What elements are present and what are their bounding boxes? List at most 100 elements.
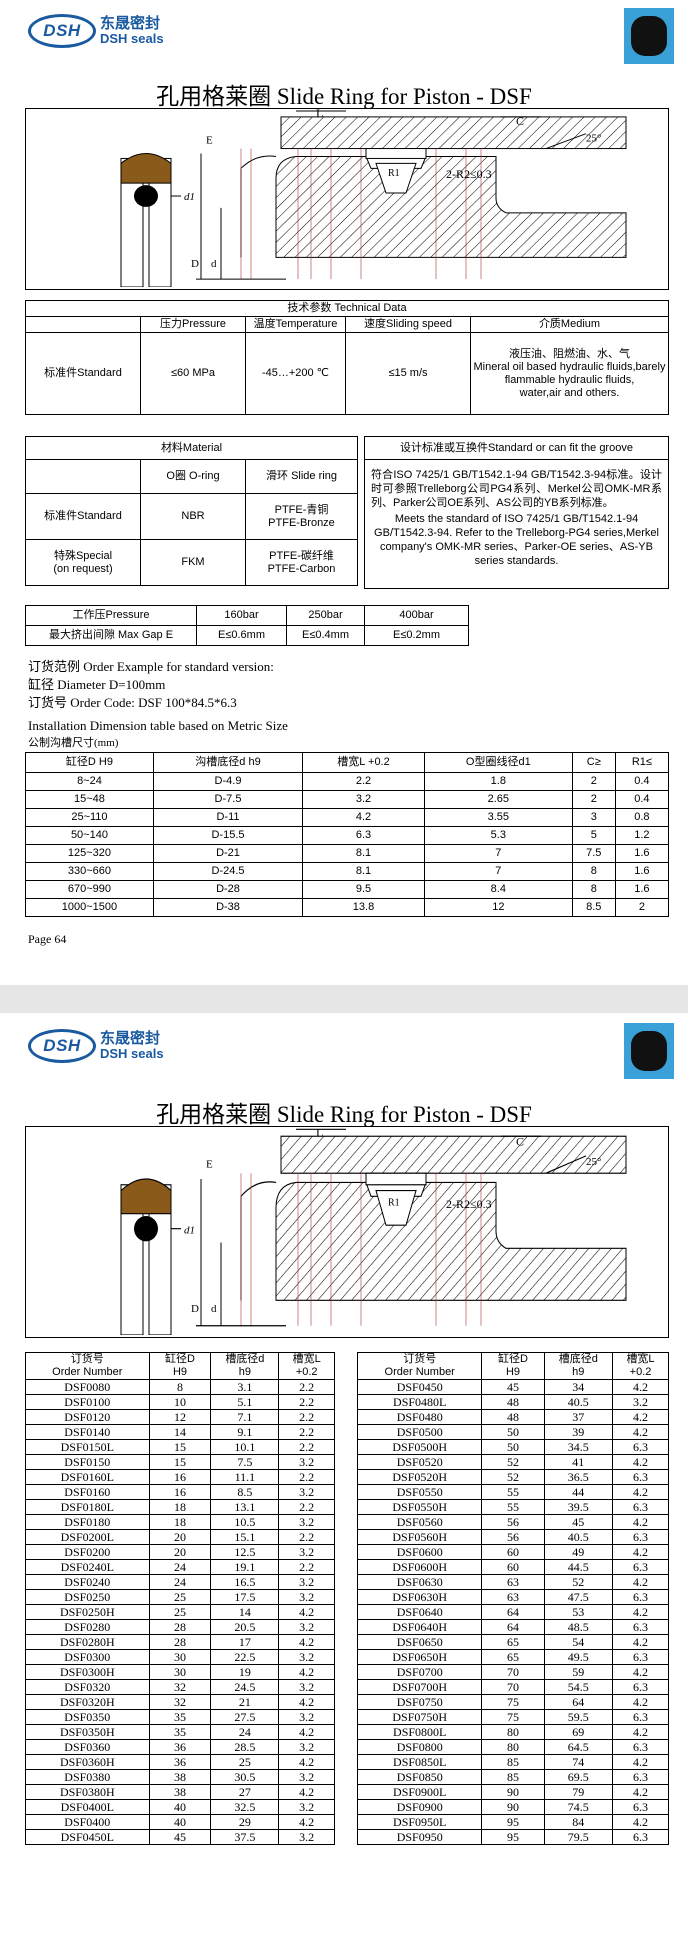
- table-cell: 15: [148, 1454, 212, 1470]
- table-cell: 7.5: [210, 1454, 280, 1470]
- table-cell: 35: [148, 1724, 212, 1740]
- dim-label-D: D: [191, 1303, 199, 1315]
- table-cell: 2.2: [278, 1424, 335, 1440]
- table-cell: 4.2: [278, 1754, 335, 1770]
- table-cell: 35: [148, 1709, 212, 1725]
- table-cell: DSF0550H: [356, 1499, 483, 1515]
- technical-data-table: 技术参数 Technical Data 压力Pressure 温度Tempera…: [25, 300, 669, 415]
- table-cell: 4.2: [278, 1814, 335, 1830]
- table-cell: 4.2: [278, 1724, 335, 1740]
- table-cell: 3.2: [278, 1709, 335, 1725]
- table-cell: DSF0280: [25, 1619, 150, 1635]
- table-cell: 24: [148, 1559, 212, 1575]
- table-cell: 2: [571, 772, 616, 791]
- table-cell: DSF0630H: [356, 1589, 483, 1605]
- catalog-page-65: DSH 东晟密封 DSH seals 孔用格莱圈 Slide Ring for …: [0, 1013, 688, 1945]
- table-cell: DSF0080: [25, 1379, 150, 1395]
- table-cell: 3.2: [278, 1739, 335, 1755]
- table-cell: 2.2: [278, 1394, 335, 1410]
- dim-label-E: E: [206, 1158, 213, 1170]
- table-cell: 15~48: [25, 790, 154, 809]
- catalog-page-64: DSH 东晟密封 DSH seals 孔用格莱圈 Slide Ring for …: [25, 8, 674, 946]
- table-cell: 6.3: [612, 1799, 669, 1815]
- table-cell: 30: [148, 1649, 212, 1665]
- table-cell: 3.2: [278, 1769, 335, 1785]
- table-cell: 55: [481, 1484, 545, 1500]
- table-cell: DSF0500: [356, 1424, 483, 1440]
- table-cell: 41: [543, 1454, 614, 1470]
- table-cell: 59: [543, 1664, 614, 1680]
- table-cell: 4.2: [278, 1784, 335, 1800]
- column-header: 槽宽L +0.2: [612, 1352, 669, 1380]
- table-cell: 84: [543, 1814, 614, 1830]
- table-cell: 4.2: [278, 1604, 335, 1620]
- table-cell: 4.2: [612, 1784, 669, 1800]
- table-cell: 330~660: [25, 862, 154, 881]
- table-cell: 8~24: [25, 772, 154, 791]
- logo-cn: 东晟密封: [100, 1030, 161, 1047]
- table-cell: 52: [481, 1454, 545, 1470]
- tech-col: 速度Sliding speed: [345, 316, 471, 333]
- table-cell: 4.2: [612, 1379, 669, 1395]
- table-cell: 6.3: [612, 1619, 669, 1635]
- gap-value: E≤0.6mm: [196, 625, 287, 646]
- table-cell: DSF0140: [25, 1424, 150, 1440]
- table-cell: 48: [481, 1394, 545, 1410]
- table-cell: DSF0300: [25, 1649, 150, 1665]
- table-cell: 47.5: [543, 1589, 614, 1605]
- tech-value: -45…+200 ℃: [245, 332, 346, 415]
- dim-label-d1: d1: [184, 191, 195, 203]
- table-cell: 54: [543, 1634, 614, 1650]
- table-cell: 39.5: [543, 1499, 614, 1515]
- table-cell: 6.3: [612, 1439, 669, 1455]
- table-cell: 69.5: [543, 1769, 614, 1785]
- table-cell: 63: [481, 1574, 545, 1590]
- table-cell: DSF0630: [356, 1574, 483, 1590]
- table-cell: 30: [148, 1664, 212, 1680]
- table-cell: 53: [543, 1604, 614, 1620]
- table-cell: 3.2: [278, 1649, 335, 1665]
- table-cell: 4.2: [612, 1604, 669, 1620]
- table-cell: DSF0750H: [356, 1709, 483, 1725]
- pressure-gap-table: 工作压Pressure 160bar 250bar 400bar 最大挤出间隙 …: [25, 605, 469, 646]
- table-cell: D-4.9: [152, 772, 304, 791]
- table-cell: 80: [481, 1724, 545, 1740]
- gap-label: 最大挤出间隙 Max Gap E: [25, 625, 197, 646]
- page-title: 孔用格莱圈 Slide Ring for Piston - DSF: [156, 84, 532, 109]
- table-cell: 32: [148, 1694, 212, 1710]
- dsh-logo: DSH 东晟密封 DSH seals: [28, 14, 164, 48]
- seal-thumbnail-icon: [624, 8, 674, 64]
- page-number: Page 64: [28, 932, 67, 946]
- table-cell: 74: [543, 1754, 614, 1770]
- dim-label-D: D: [191, 258, 199, 270]
- column-header: 缸径D H9: [25, 752, 154, 773]
